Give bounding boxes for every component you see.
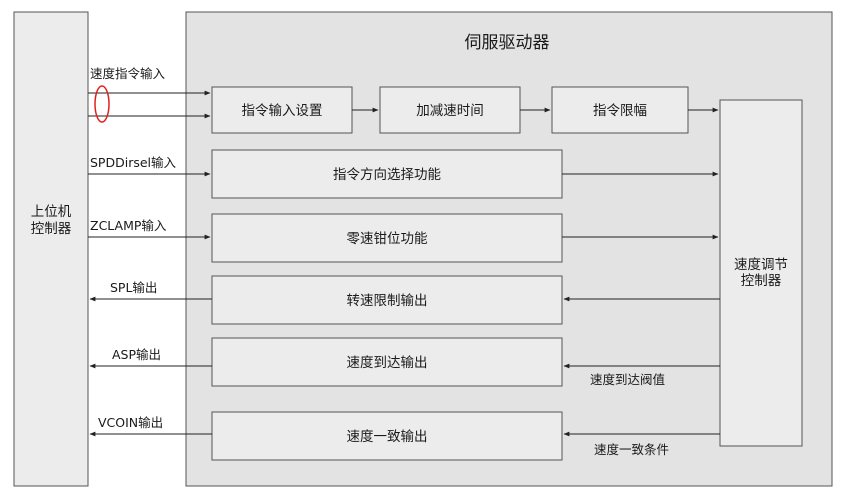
speed-controller-label-2: 控制器 (741, 273, 782, 289)
speed-reached-threshold-label: 速度到达阀值 (590, 372, 665, 387)
speed-limit-output-block (211, 275, 563, 325)
speed-coincide-output-block (211, 411, 563, 461)
asp-output-label: ASP输出 (112, 347, 161, 362)
cmd-limit-label: 指令限幅 (593, 103, 647, 119)
speed-coincide-output-label: 速度一致输出 (347, 429, 428, 445)
speed-controller-label-1: 速度调节 (734, 257, 788, 273)
zero-speed-clamp-label: 零速钳位功能 (347, 231, 428, 247)
zclamp-input-label: ZCLAMP输入 (90, 218, 167, 233)
accel-decel-time-label: 加减速时间 (416, 103, 484, 119)
servo-drive-title: 伺服驱动器 (465, 33, 550, 53)
speed-reached-output-label: 速度到达输出 (347, 355, 428, 371)
cmd-input-setting-label: 指令输入设置 (242, 103, 323, 119)
vcoin-output-label: VCOIN输出 (98, 415, 163, 430)
accel-decel-time-block (379, 86, 521, 134)
speed-coincide-condition-label: 速度一致条件 (594, 442, 669, 457)
spddirsel-input-label: SPDDirsel输入 (90, 155, 177, 170)
host-controller-label-1: 上位机 (31, 204, 72, 220)
cmd-direction-select-block (211, 149, 563, 199)
speed-cmd-input-label: 速度指令输入 (90, 66, 166, 81)
spl-output-label: SPL输出 (110, 280, 157, 295)
zero-speed-clamp-block (211, 213, 563, 263)
host-controller-box (13, 11, 89, 487)
speed-reached-output-block (211, 337, 563, 387)
cmd-direction-select-label: 指令方向选择功能 (333, 167, 441, 183)
cmd-input-setting-block (211, 86, 353, 134)
speed-limit-output-label: 转速限制输出 (347, 293, 428, 309)
differential-pair-marker (94, 85, 110, 123)
cmd-limit-block (551, 86, 689, 134)
speed-controller-box (719, 99, 803, 447)
host-controller-label-2: 控制器 (31, 221, 72, 237)
